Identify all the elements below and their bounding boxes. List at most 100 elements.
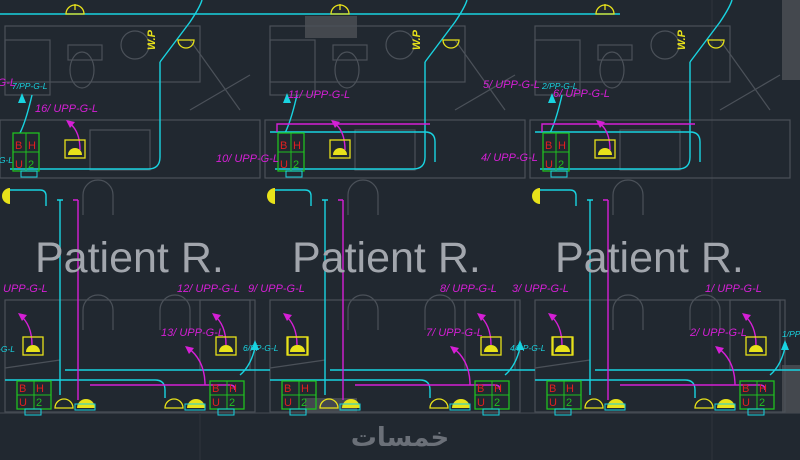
arch-icon — [347, 294, 379, 330]
circuit-label: 4/ UPP-G-L — [481, 152, 538, 164]
circuit-label: 16/ UPP-G-L — [35, 103, 98, 115]
panel-letter: 2 — [301, 397, 307, 409]
socket-box — [449, 403, 471, 411]
column — [782, 0, 800, 80]
circuit-label: 4/PP-G-L — [510, 343, 546, 353]
power-wire — [5, 379, 166, 398]
ceiling-lamp — [707, 39, 725, 49]
ceiling-lamp — [330, 4, 350, 15]
panel-letter: U — [284, 397, 292, 409]
bed-head — [89, 129, 151, 171]
panel-letter: B — [545, 140, 552, 152]
room-wall — [4, 299, 256, 413]
circuit-label: 3/ UPP-G-L — [512, 283, 569, 295]
light-fixture-dome — [556, 345, 570, 352]
panel-letter: 2 — [494, 397, 500, 409]
circuit-label: 7/ UPP-G-L — [426, 327, 483, 339]
panel-letter: H — [28, 140, 36, 152]
circuit-label: 2/ UPP-G-L — [689, 327, 747, 339]
door-swing — [719, 39, 771, 111]
ceiling-lamp — [595, 4, 615, 15]
sink-icon — [385, 30, 415, 60]
wp-label: W.P — [676, 29, 688, 50]
arch-icon — [689, 294, 721, 330]
panel-letter: H — [301, 383, 309, 395]
panel-letter: H — [566, 383, 574, 395]
circuit-label: 6/ UPP-G-L — [553, 88, 610, 100]
panel-letter: U — [477, 397, 485, 409]
power-wire — [549, 94, 563, 134]
power-wire — [270, 131, 436, 162]
panel-letter: B — [549, 383, 556, 395]
light-fixture-dome — [26, 345, 40, 352]
circuit-label: 7/PP-G-L — [12, 81, 48, 91]
wall-line — [534, 359, 591, 369]
socket-box — [554, 408, 572, 416]
socket-box — [714, 403, 736, 411]
arrow-head — [781, 340, 789, 350]
panel-letter: U — [549, 397, 557, 409]
arrow-head — [516, 340, 524, 350]
socket-box — [285, 170, 303, 178]
lighting-wire — [90, 384, 236, 391]
light-fixture — [552, 336, 574, 356]
arrow-head — [450, 346, 459, 354]
room-label: Patient R. — [292, 234, 481, 282]
socket-box — [339, 403, 361, 411]
panel-letter: H — [759, 383, 767, 395]
wall-line — [719, 74, 781, 111]
panel-letter: U — [19, 397, 27, 409]
arrow-head — [742, 313, 751, 321]
panel-letter: 2 — [759, 397, 765, 409]
panel-letter: H — [293, 140, 301, 152]
light-fixture-dome — [484, 345, 498, 352]
panel-letter: 2 — [28, 159, 34, 171]
panel-letter: U — [545, 159, 553, 171]
circuit-label: 5/ UPP-G-L — [483, 79, 540, 91]
arrow-head — [715, 346, 724, 354]
socket-box — [482, 408, 500, 416]
panel-letter: U — [280, 159, 288, 171]
ceiling-lamp — [65, 4, 85, 15]
panel-letter: 2 — [566, 397, 572, 409]
power-wire — [322, 199, 328, 395]
light-fixture — [480, 336, 502, 356]
arch-icon — [347, 179, 379, 215]
power-wire — [10, 62, 161, 170]
light-fixture — [329, 139, 351, 159]
lighting-wire — [73, 199, 79, 400]
ceiling-lamp — [442, 39, 460, 49]
arrow-head — [18, 93, 26, 103]
wall-line — [189, 74, 251, 111]
shower-wall — [269, 39, 316, 96]
toilet-icon — [334, 51, 360, 89]
light-fixture-dome — [598, 148, 612, 155]
arrow-head — [477, 313, 486, 321]
arrow-head — [548, 93, 556, 103]
floor-lamp — [319, 398, 339, 409]
lighting-wire — [276, 123, 430, 132]
light-fixture — [64, 139, 86, 159]
circuit-label: 1/ UPP-G-L — [705, 283, 762, 295]
khamsat-watermark: خمسات — [351, 423, 450, 453]
room-wall — [269, 299, 521, 413]
arch-icon — [612, 179, 644, 215]
toilet-icon — [69, 51, 95, 89]
power-wire — [284, 94, 298, 134]
arrow-head — [283, 93, 291, 103]
socket-box — [184, 403, 206, 411]
light-fixture — [215, 336, 237, 356]
wall-line — [269, 359, 326, 369]
floor-lamp — [429, 398, 449, 409]
arrow-head — [548, 313, 557, 321]
panel-letter: H — [494, 383, 502, 395]
wall-lamp — [2, 188, 10, 204]
power-wire — [159, 0, 203, 63]
light-fixture-dome — [749, 345, 763, 352]
door-swing — [189, 39, 241, 111]
light-fixture-dome — [219, 345, 233, 352]
arrow-head — [596, 120, 605, 128]
arrow-head — [283, 313, 292, 321]
